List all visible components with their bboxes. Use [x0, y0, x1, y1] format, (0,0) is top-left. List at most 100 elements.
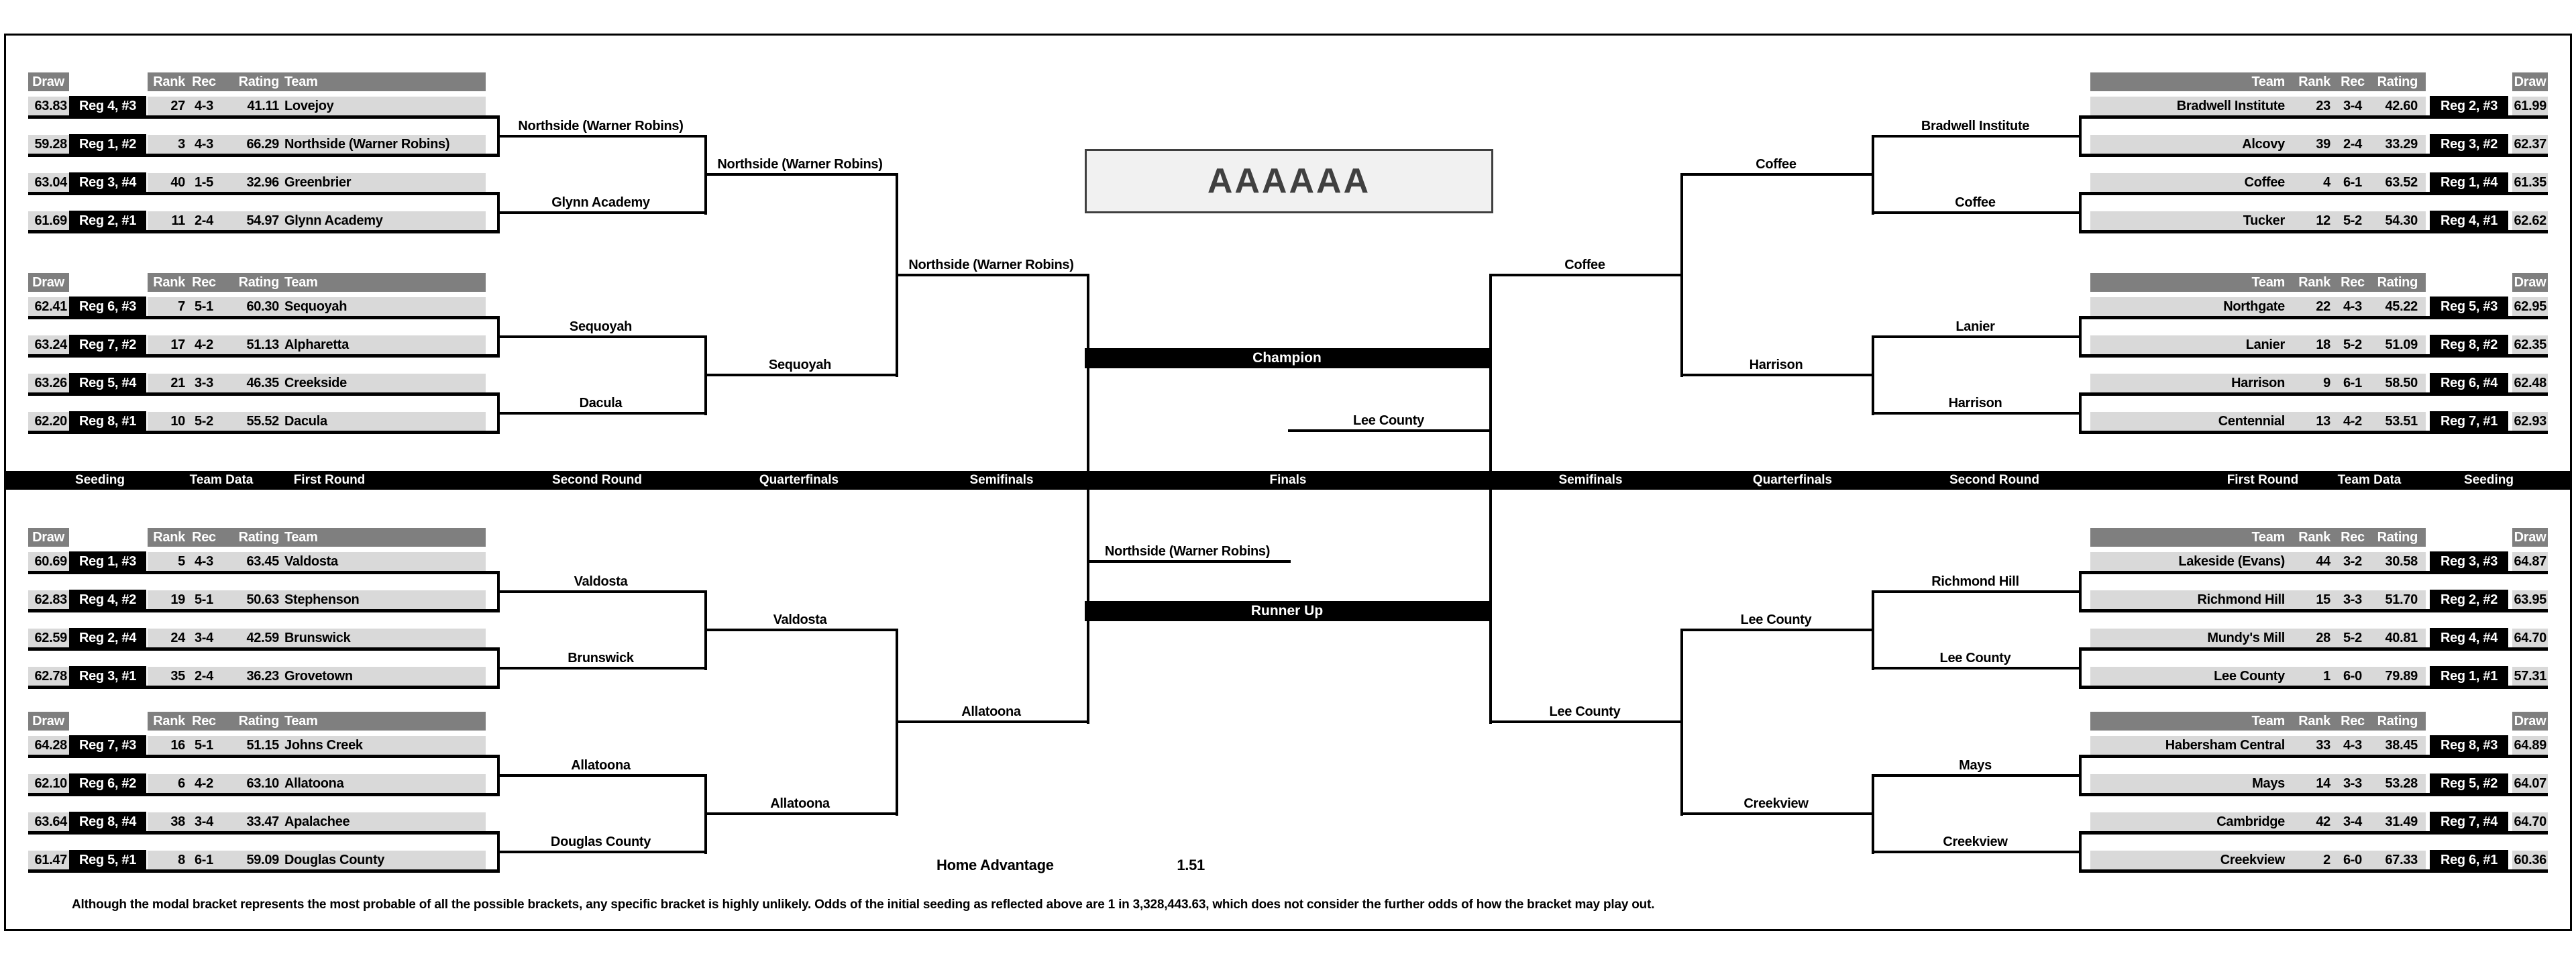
- team-team: Allatoona: [284, 776, 344, 791]
- column-header-team: Team: [2251, 74, 2285, 89]
- team-draw: 62.83: [34, 592, 67, 607]
- team-rank: 4: [2323, 175, 2330, 190]
- team-row-bg: [28, 173, 69, 192]
- bracket-line: [497, 851, 707, 853]
- team-rating: 50.63: [246, 592, 279, 607]
- team-rating: 31.49: [2385, 814, 2418, 829]
- team-rec: 6-1: [2343, 376, 2362, 390]
- winner-label: Lee County: [1549, 704, 1621, 719]
- bracket-line: [1872, 667, 2082, 669]
- team-rating: 53.28: [2385, 776, 2418, 791]
- seed-box: [69, 590, 146, 610]
- team-rank: 22: [2316, 299, 2330, 314]
- column-header-rec: Rec: [2341, 74, 2365, 89]
- team-draw: 61.99: [2514, 99, 2546, 113]
- team-rank: 40: [170, 175, 185, 190]
- column-header-rank: Rank: [2298, 275, 2330, 290]
- team-row-bg: [2090, 667, 2426, 686]
- team-row-bg: [2090, 173, 2426, 192]
- team-draw: 62.37: [2514, 137, 2546, 152]
- team-rating: 46.35: [246, 376, 279, 390]
- table-header-bg: [2090, 712, 2426, 731]
- first-round-line: [2079, 154, 2548, 157]
- round-label-quarterfinals-right: Quarterfinals: [1752, 473, 1833, 487]
- winner-label: Harrison: [1948, 396, 2002, 411]
- bracket-line: [1288, 429, 1492, 432]
- team-draw: 62.35: [2514, 337, 2546, 352]
- team-row-bg: [2512, 173, 2548, 192]
- column-header-rating: Rating: [2377, 530, 2418, 545]
- team-row-bg: [2512, 97, 2548, 115]
- team-draw: 62.48: [2514, 376, 2546, 390]
- team-rank: 2: [2323, 853, 2330, 867]
- first-round-line: [2079, 230, 2548, 233]
- bracket-connector-line: [1087, 274, 1089, 724]
- team-seed: Reg 3, #2: [2440, 137, 2498, 152]
- first-round-line: [28, 647, 500, 651]
- table-header-bg: [2512, 273, 2548, 292]
- team-row-bg: [2512, 774, 2548, 793]
- team-seed: Reg 7, #1: [2440, 414, 2498, 429]
- winner-label: Dacula: [579, 396, 623, 411]
- team-team: Tucker: [2243, 213, 2286, 228]
- team-draw: 63.04: [34, 175, 67, 190]
- first-round-line: [2079, 831, 2548, 835]
- seed-box: [69, 172, 146, 193]
- team-row-bg: [28, 297, 69, 316]
- table-header-bg: [2512, 712, 2548, 731]
- team-row-bg: [2090, 374, 2426, 392]
- seed-box: [69, 773, 146, 794]
- column-header-rating: Rating: [238, 530, 280, 545]
- team-row-bg: [148, 412, 486, 431]
- team-row-bg: [148, 774, 486, 793]
- first-round-line: [28, 831, 500, 835]
- team-rating: 32.96: [246, 175, 279, 190]
- winner-label: Coffee: [1564, 258, 1605, 272]
- winner-label: Lee County: [1740, 612, 1812, 627]
- team-row-bg: [28, 335, 69, 354]
- team-seed: Reg 2, #1: [78, 213, 137, 228]
- team-team: Johns Creek: [284, 738, 363, 753]
- team-draw: 63.95: [2514, 592, 2546, 607]
- team-team: Centennial: [2218, 414, 2286, 429]
- first-round-line: [2079, 316, 2548, 319]
- team-rec: 3-2: [2343, 554, 2362, 569]
- team-team: Douglas County: [284, 853, 385, 867]
- round-label-teamdata-left: Team Data: [189, 473, 254, 487]
- team-team: Northgate: [2223, 299, 2285, 314]
- team-seed: Reg 1, #1: [2440, 669, 2498, 684]
- team-draw: 61.47: [34, 853, 67, 867]
- team-rec: 4-3: [194, 554, 213, 569]
- bracket-line: [1872, 774, 2082, 777]
- team-seed: Reg 6, #3: [78, 299, 137, 314]
- column-header-draw: Draw: [2514, 530, 2546, 545]
- team-row-bg: [2090, 335, 2426, 354]
- column-header-rec: Rec: [192, 275, 216, 290]
- team-row-bg: [28, 629, 69, 647]
- first-round-line: [28, 392, 500, 396]
- team-team: Glynn Academy: [284, 213, 383, 228]
- team-rec: 5-2: [194, 414, 213, 429]
- seed-box: [2430, 134, 2508, 154]
- team-draw: 62.95: [2514, 299, 2546, 314]
- team-rec: 5-2: [2343, 213, 2362, 228]
- team-rating: 63.45: [246, 554, 279, 569]
- team-seed: Reg 6, #4: [2440, 376, 2498, 390]
- team-rating: 33.29: [2385, 137, 2418, 152]
- team-rank: 1: [2323, 669, 2330, 684]
- team-row-bg: [2512, 297, 2548, 316]
- seed-box: [69, 297, 146, 317]
- table-header-bg: [28, 528, 69, 547]
- team-row-bg: [28, 590, 69, 609]
- team-rating: 59.09: [246, 853, 279, 867]
- team-draw: 61.35: [2514, 175, 2546, 190]
- team-row-bg: [148, 211, 486, 230]
- team-row-bg: [28, 812, 69, 831]
- round-label-firstround-left: First Round: [293, 473, 366, 487]
- bracket-line: [497, 412, 707, 415]
- seed-box: [69, 666, 146, 686]
- seed-box: [2430, 373, 2508, 393]
- team-team: Grovetown: [284, 669, 353, 684]
- team-draw: 64.70: [2514, 814, 2546, 829]
